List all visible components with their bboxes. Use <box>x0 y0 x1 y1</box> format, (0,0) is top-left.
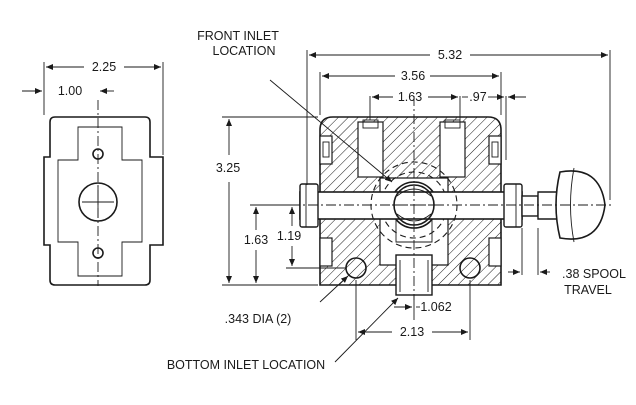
dim-spool-height: 1.63 <box>244 233 268 247</box>
spool-travel-line1: .38 SPOOL <box>562 267 626 281</box>
dimension-lines <box>222 50 611 363</box>
side-view-outline <box>43 116 164 286</box>
mount-hole-dia-label: .343 DIA (2) <box>225 312 292 326</box>
dim-bottom-width: 2.13 <box>400 325 424 339</box>
spool-travel-line2: TRAVEL <box>564 283 612 297</box>
spool-stem <box>521 195 539 217</box>
side-view <box>22 62 164 286</box>
front-view <box>290 96 612 300</box>
left-pilot-cavity <box>357 121 384 178</box>
dim-side-width: 2.25 <box>92 60 116 74</box>
front-inlet-label-line2: LOCATION <box>213 44 276 58</box>
dim-inlet-offset: 1.63 <box>398 90 422 104</box>
dim-height: 3.25 <box>216 161 240 175</box>
dim-port-offset: .97 <box>469 90 486 104</box>
dim-body-width: 3.56 <box>401 69 425 83</box>
dim-overall-width: 5.32 <box>438 48 462 62</box>
dim-side-center: 1.00 <box>58 84 82 98</box>
bottom-inlet-label: BOTTOM INLET LOCATION <box>167 358 325 372</box>
mount-hole-right <box>459 257 481 279</box>
side-view-inner-outline <box>57 126 143 277</box>
dim-spool-height-alt: 1.19 <box>277 229 301 243</box>
spool <box>299 191 523 220</box>
dim-bottom-inlet-offset: 1.062 <box>420 300 451 314</box>
right-pilot-cavity <box>439 121 466 178</box>
front-inlet-label-line1: FRONT INLET <box>197 29 279 43</box>
